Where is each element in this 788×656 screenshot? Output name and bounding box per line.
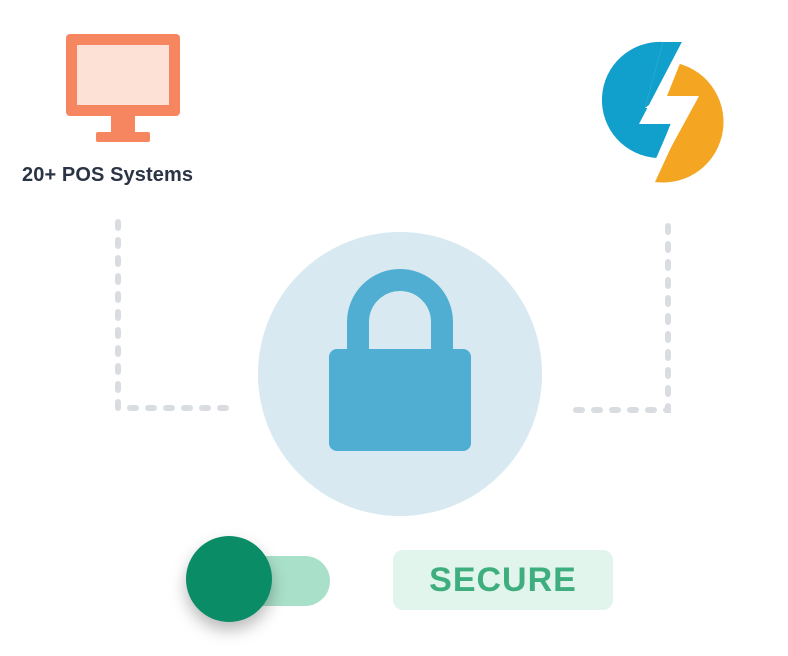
monitor-icon	[66, 34, 180, 142]
secure-badge: SECURE	[393, 550, 613, 610]
pos-systems-label: 20+ POS Systems	[22, 164, 194, 186]
left-connector	[115, 219, 235, 411]
toggle-knob	[186, 536, 272, 622]
right-connector	[569, 223, 671, 413]
lock-circle	[258, 232, 542, 516]
lightning-bolt-logo-icon	[601, 36, 724, 184]
security-toggle[interactable]	[186, 536, 330, 624]
padlock-icon	[329, 269, 471, 451]
secure-badge-label: SECURE	[429, 560, 577, 599]
